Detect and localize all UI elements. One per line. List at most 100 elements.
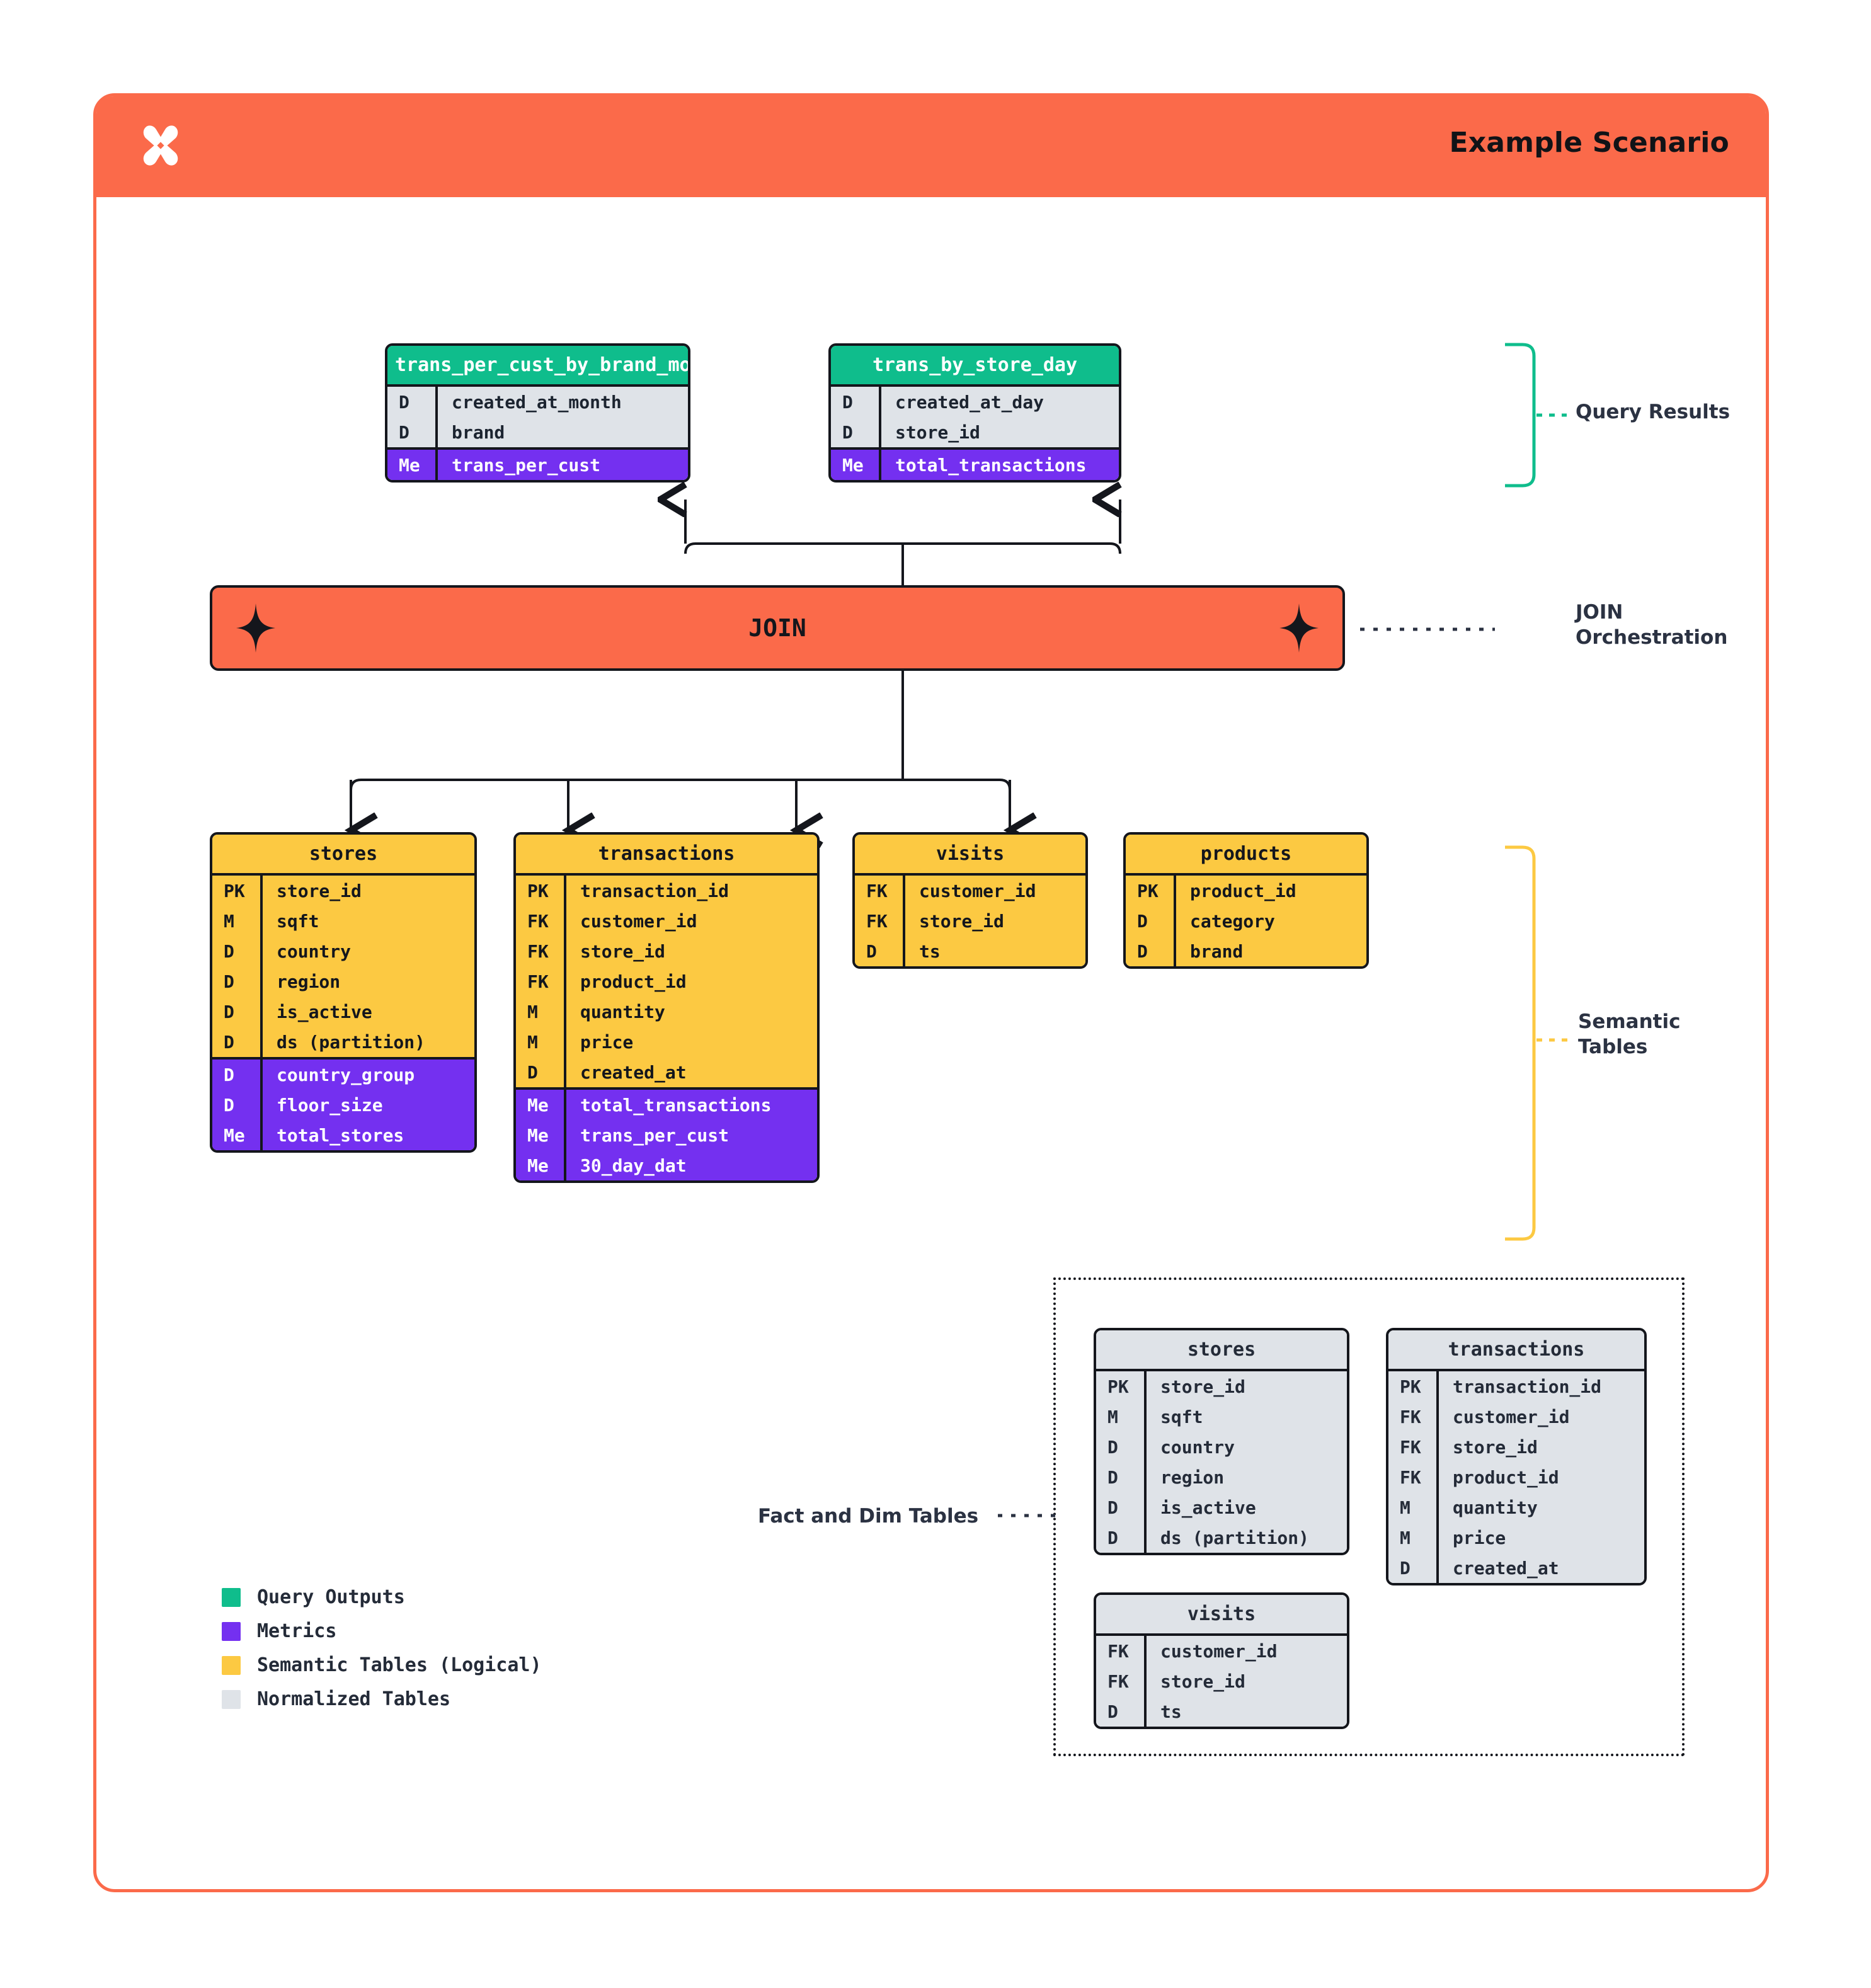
row-key: PK [1137,880,1159,901]
sparkle-diamond-icon [236,603,275,653]
annotation-line-2: Orchestration [1576,626,1728,649]
row-field: trans_per_cust [580,1124,730,1146]
table-title: visits [1096,1595,1347,1633]
row-field: price [1453,1527,1506,1548]
row-key: FK [1107,1671,1129,1692]
key-column: Me Me Me [516,1090,566,1180]
field-column: store_id sqft country region is_active d… [1147,1371,1347,1553]
annotation-line-2: Tables [1578,1035,1648,1058]
row-field: customer_id [1160,1640,1278,1662]
row-key: D [224,971,234,992]
row-field: total_transactions [895,454,1087,476]
legend-item: Semantic Tables (Logical) [222,1654,542,1676]
legend-swatch-metrics [222,1621,241,1641]
field-column: trans_per_cust [438,450,688,480]
row-key: PK [224,880,245,901]
legend-label: Metrics [257,1620,337,1642]
field-column: product_id category brand [1176,876,1366,966]
field-column: total_transactions [881,450,1119,480]
fact-dim-table-stores: stores PK M D D D D store_id sqft countr… [1094,1328,1349,1555]
row-field: 30_day_dat [580,1155,687,1176]
annotation-line-1: JOIN [1576,601,1623,624]
field-section: PK FK FK FK M M D transaction_id custome… [516,873,817,1087]
legend-item: Metrics [222,1620,542,1642]
dimension-section: D D created_at_day store_id [831,384,1119,447]
row-key: M [1400,1527,1410,1548]
annotation-semantic-tables: Semantic Tables [1578,1010,1680,1060]
field-column: transaction_id customer_id store_id prod… [1439,1371,1644,1583]
row-key: Me [399,454,420,476]
row-key: M [1400,1497,1410,1518]
fact-dim-table-visits: visits FK FK D customer_id store_id ts [1094,1592,1349,1729]
legend-label: Query Outputs [257,1586,405,1608]
key-column: Me [831,450,881,480]
semantic-table-products: products PK D D product_id category bran… [1123,832,1369,969]
row-key: D [399,391,409,413]
row-field: is_active [277,1001,372,1022]
row-field: store_id [580,940,665,962]
join-label: JOIN [748,614,806,642]
row-field: quantity [580,1001,665,1022]
query-result-table-1: trans_by_store_day D D created_at_day st… [828,343,1121,483]
field-column: customer_id store_id ts [905,876,1085,966]
row-key: PK [527,880,549,901]
row-key: M [224,910,234,932]
row-field: customer_id [1453,1406,1570,1427]
row-field: sqft [277,910,319,932]
legend-label: Normalized Tables [257,1688,451,1710]
connector-lines [96,197,1766,1892]
legend-label: Semantic Tables (Logical) [257,1654,542,1676]
field-section: FK FK D customer_id store_id ts [855,873,1085,966]
row-key: Me [527,1155,549,1176]
row-key: FK [527,940,549,962]
page-title: Example Scenario [1449,127,1729,159]
row-key: D [527,1061,538,1083]
row-field: country_group [277,1064,415,1085]
row-key: D [1107,1527,1118,1548]
query-results-bracket [1505,343,1567,488]
row-key: D [224,940,234,962]
row-field: brand [452,421,505,443]
key-column: PK M D D D D [1096,1371,1147,1553]
semantic-table-transactions: transactions PK FK FK FK M M D transacti… [513,832,820,1183]
field-section: PK FK FK FK M M D transaction_id custome… [1388,1369,1644,1583]
row-key: D [842,391,853,413]
row-field: floor_size [277,1094,383,1116]
row-key: FK [527,910,549,932]
semantic-tables-bracket [1505,845,1568,1241]
row-key: PK [1400,1376,1421,1397]
table-title: stores [212,835,474,873]
key-column: PK D D [1126,876,1176,966]
row-key: D [1107,1701,1118,1722]
row-field: trans_per_cust [452,454,601,476]
table-title: trans_per_cust_by_brand_month [387,346,688,384]
metric-section: D D Me country_group floor_size total_st… [212,1057,474,1150]
row-key: M [527,1001,538,1022]
fact-dim-table-transactions: transactions PK FK FK FK M M D transacti… [1386,1328,1647,1585]
legend: Query Outputs Metrics Semantic Tables (L… [222,1586,542,1722]
row-key: FK [527,971,549,992]
row-field: transaction_id [1453,1376,1602,1397]
join-orchestration-bar[interactable]: JOIN [210,585,1345,671]
row-field: created_at_month [452,391,622,413]
diagram-canvas: trans_per_cust_by_brand_month D D create… [96,197,1766,1892]
row-key: D [224,1031,234,1053]
row-field: country [277,940,352,962]
row-field: store_id [1453,1436,1538,1458]
row-field: product_id [580,971,687,992]
row-field: region [1160,1466,1225,1488]
row-field: product_id [1453,1466,1559,1488]
row-field: brand [1190,940,1244,962]
key-column: PK FK FK FK M M D [516,876,566,1087]
field-column: store_id sqft country region is_active d… [263,876,474,1057]
row-key: Me [224,1124,245,1146]
row-field: transaction_id [580,880,730,901]
xplenty-x-logo-icon [143,125,178,166]
join-annotation-connector [1360,627,1495,631]
metric-section: Me total_transactions [831,447,1119,480]
row-key: Me [842,454,864,476]
row-field: customer_id [580,910,697,932]
row-field: store_id [1160,1376,1245,1397]
row-field: region [277,971,341,992]
semantic-table-visits: visits FK FK D customer_id store_id ts [852,832,1088,969]
